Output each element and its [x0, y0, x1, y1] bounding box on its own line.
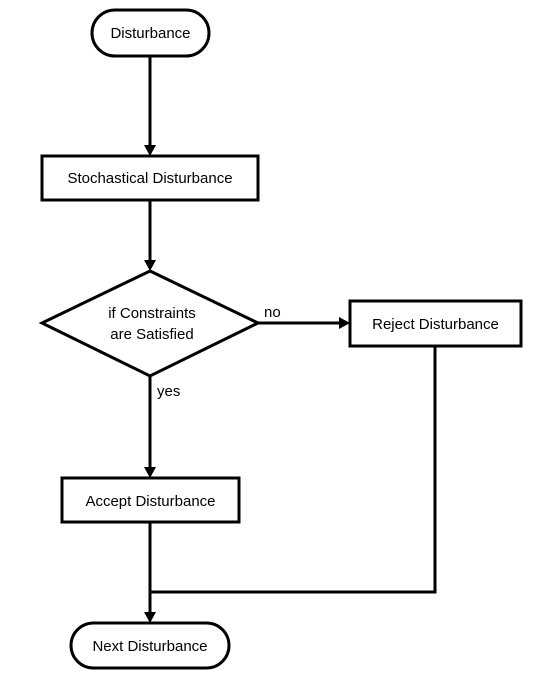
arrowhead-reject: [339, 317, 350, 329]
decision-label-line1: if Constraints: [108, 305, 196, 322]
edges: [144, 56, 437, 623]
stochastic-process-box: Stochastical Disturbance: [40, 154, 260, 202]
constraints-decision: if Constraints are Satisfied: [38, 269, 262, 378]
arrowhead-stochastic: [144, 145, 156, 156]
start-terminal: Disturbance: [90, 8, 211, 58]
accept-process-box: Accept Disturbance: [60, 476, 241, 524]
accept-process-label: Accept Disturbance: [85, 493, 215, 510]
stochastic-process-label: Stochastical Disturbance: [67, 170, 232, 187]
reject-process-label: Reject Disturbance: [372, 316, 499, 333]
reject-process-box: Reject Disturbance: [348, 299, 523, 348]
end-terminal-label: Next Disturbance: [92, 638, 207, 655]
edge-reject-to-end: [150, 347, 437, 594]
yes-branch-label: yes: [157, 383, 180, 400]
end-terminal: Next Disturbance: [69, 621, 231, 670]
decision-label-line2: are Satisfied: [110, 326, 193, 343]
arrowhead-decision: [144, 260, 156, 271]
arrowhead-end: [144, 612, 156, 623]
arrowhead-accept: [144, 467, 156, 478]
start-terminal-label: Disturbance: [110, 25, 190, 42]
no-branch-label: no: [264, 304, 281, 321]
